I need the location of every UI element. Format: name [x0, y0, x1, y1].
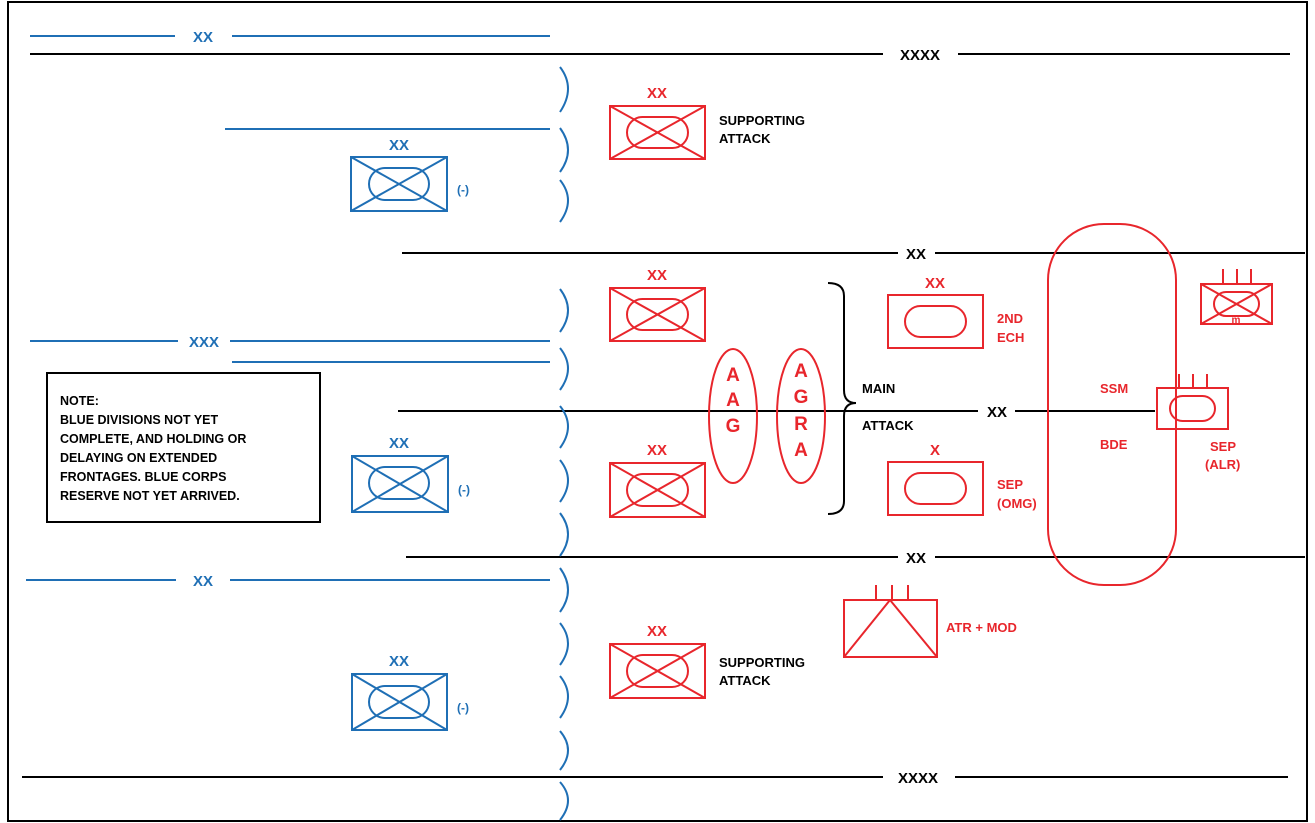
red-div-boundary-1-label: XX — [906, 246, 926, 263]
svg-text:ECH: ECH — [997, 330, 1024, 345]
svg-text:SEP: SEP — [1210, 439, 1236, 454]
note-line-3: COMPLETE, AND HOLDING OR — [60, 432, 246, 446]
bde-label: BDE — [1100, 437, 1128, 452]
agra-ellipse: A G R A — [776, 348, 826, 484]
note-box: NOTE: BLUE DIVISIONS NOT YET COMPLETE, A… — [46, 372, 321, 523]
red-mech-unit-mod: m — [1232, 315, 1241, 326]
red-sep-alr-launcher — [1156, 374, 1229, 430]
note-line-2: BLUE DIVISIONS NOT YET — [60, 413, 218, 427]
ssm-bde-area — [1047, 223, 1177, 586]
blue-boundary-bottom: XX — [26, 573, 550, 590]
svg-text:MAIN: MAIN — [862, 381, 895, 396]
svg-text:A: A — [794, 440, 808, 461]
red-division-main-2: XX — [609, 442, 706, 518]
blue-boundary-top-label: XX — [193, 29, 213, 46]
atr-mod-label: ATR + MOD — [946, 620, 1017, 635]
second-echelon-label: 2ND ECH — [997, 311, 1024, 345]
red-division-supporting-top: XX — [609, 85, 706, 160]
blue-division-3-echelon: XX — [389, 653, 409, 670]
blue-division-3-mod: (-) — [457, 701, 469, 715]
blue-division-2: XX (-) — [351, 435, 470, 513]
supporting-attack-bottom-label: SUPPORTING ATTACK — [719, 655, 805, 688]
red-div-boundary-3: XX — [406, 550, 1305, 567]
army-boundary-top: XXXX — [30, 47, 1290, 64]
svg-text:G: G — [726, 416, 741, 437]
red-omg-echelon: X — [930, 442, 940, 459]
sep-alr-label: SEP (ALR) — [1205, 439, 1240, 472]
red-div-boundary-2-label: XX — [987, 404, 1007, 421]
note-line-5: FRONTAGES. BLUE CORPS — [60, 470, 226, 484]
army-boundary-bottom: XXXX — [22, 770, 1288, 787]
red-omg: X — [887, 442, 984, 516]
red-second-echelon-echelon: XX — [925, 275, 945, 292]
note-line-4: DELAYING ON EXTENDED — [60, 451, 217, 465]
army-boundary-bottom-label: XXXX — [898, 770, 938, 787]
svg-text:SEP: SEP — [997, 477, 1023, 492]
svg-text:G: G — [794, 387, 809, 408]
red-division-supporting-bottom: XX — [609, 623, 706, 699]
blue-boundary-corps-label: XXX — [189, 334, 219, 351]
red-mech-unit: m — [1200, 269, 1273, 326]
red-division-supporting-bottom-echelon: XX — [647, 623, 667, 640]
note-line-1: NOTE: — [60, 394, 99, 408]
svg-text:(OMG): (OMG) — [997, 496, 1037, 511]
red-atr-unit — [843, 585, 938, 658]
diagram-frame — [7, 1, 1308, 822]
red-div-boundary-3-label: XX — [906, 550, 926, 567]
note-line-6: RESERVE NOT YET ARRIVED. — [60, 489, 240, 503]
blue-division-2-mod: (-) — [458, 483, 470, 497]
red-second-echelon: XX — [887, 275, 984, 349]
red-div-boundary-1: XX — [402, 246, 1305, 263]
blue-front-line — [559, 66, 569, 821]
svg-text:A: A — [794, 361, 808, 382]
svg-text:R: R — [794, 414, 808, 435]
sep-omg-label: SEP (OMG) — [997, 477, 1037, 511]
blue-boundary-bottom-label: XX — [193, 573, 213, 590]
red-division-main-1: XX — [609, 267, 706, 342]
aag-ellipse: A A G — [708, 348, 758, 484]
svg-text:A: A — [726, 365, 740, 386]
svg-text:SUPPORTING: SUPPORTING — [719, 113, 805, 128]
red-div-boundary-2: XX — [398, 404, 1155, 421]
blue-division-3: XX (-) — [351, 653, 469, 731]
army-boundary-top-label: XXXX — [900, 47, 940, 64]
svg-text:A: A — [726, 390, 740, 411]
main-attack-label: MAIN ATTACK — [862, 381, 914, 433]
blue-boundary-top: XX — [30, 29, 550, 46]
svg-text:(ALR): (ALR) — [1205, 457, 1240, 472]
ssm-label: SSM — [1100, 381, 1128, 396]
svg-text:SUPPORTING: SUPPORTING — [719, 655, 805, 670]
blue-division-1-echelon: XX — [389, 137, 409, 154]
svg-text:2ND: 2ND — [997, 311, 1023, 326]
blue-division-2-echelon: XX — [389, 435, 409, 452]
main-attack-brace — [827, 282, 857, 515]
red-division-main-1-echelon: XX — [647, 267, 667, 284]
blue-boundary-corps: XXX — [30, 334, 550, 351]
blue-division-1-mod: (-) — [457, 183, 469, 197]
supporting-attack-top-label: SUPPORTING ATTACK — [719, 113, 805, 146]
svg-text:ATTACK: ATTACK — [719, 131, 771, 146]
red-division-supporting-top-echelon: XX — [647, 85, 667, 102]
svg-text:ATTACK: ATTACK — [719, 673, 771, 688]
red-division-main-2-echelon: XX — [647, 442, 667, 459]
svg-text:ATTACK: ATTACK — [862, 418, 914, 433]
blue-division-1: XX (-) — [350, 137, 469, 212]
